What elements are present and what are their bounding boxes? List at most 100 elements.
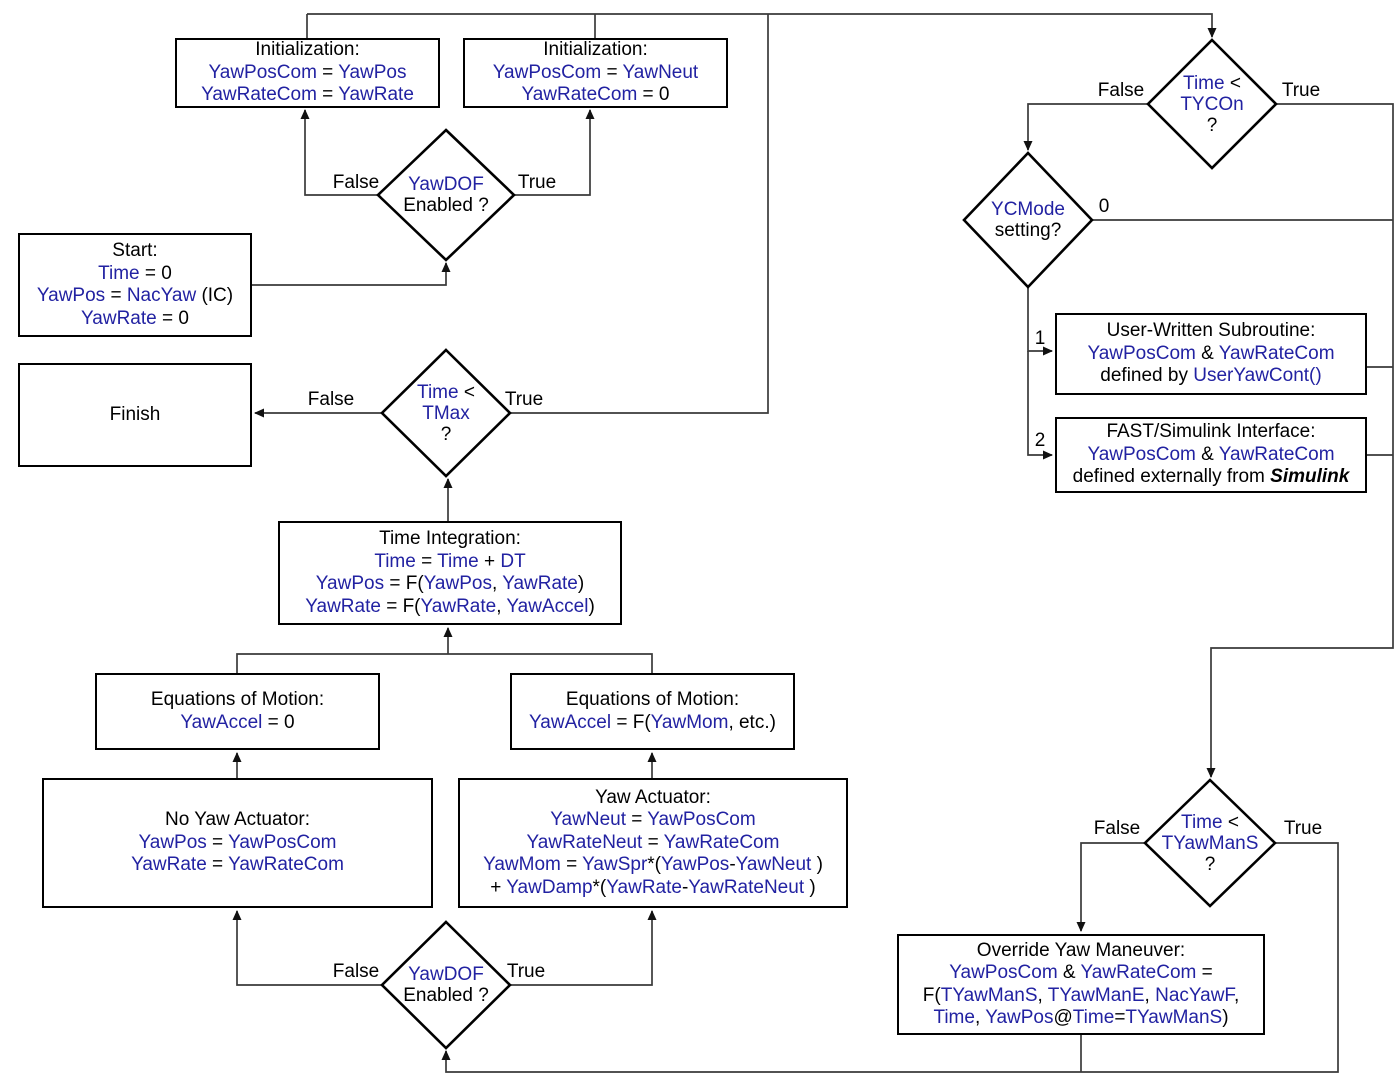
text-segment: = 0	[156, 307, 189, 329]
text-segment: TYawManE	[1047, 984, 1145, 1006]
text-segment: +	[490, 876, 507, 898]
text-segment: ,	[491, 573, 503, 594]
text-segment: =	[206, 831, 229, 853]
text-segment: =	[560, 854, 583, 876]
box-line: Override Yaw Maneuver:	[977, 940, 1185, 963]
text-segment: ,	[1144, 984, 1156, 1006]
text-segment: YawRate	[81, 307, 157, 329]
text-segment: = F(	[611, 711, 651, 733]
edge-label-ycmode-0: 0	[1098, 196, 1110, 217]
text-segment: YawRate	[606, 876, 682, 898]
box-line: defined externally from Simulink	[1073, 466, 1350, 489]
box-line: Time = 0	[98, 263, 172, 286]
text-segment: = F(	[384, 573, 424, 594]
edge-label-yawdof-init-true: True	[517, 172, 557, 193]
text-segment: , etc.)	[728, 711, 776, 733]
text-segment: YawPos	[423, 573, 492, 594]
box-line: + YawDamp*(YawRate-YawRateNeut )	[490, 877, 815, 900]
text-segment: YawPos	[338, 61, 407, 83]
text-segment: YawRateCom	[521, 84, 638, 106]
text-segment: YawRateNeut	[526, 831, 643, 853]
box-line: F(TYawManS, TYawManE, NacYawF,	[923, 985, 1239, 1008]
box-line: User-Written Subroutine:	[1107, 320, 1316, 343]
box-line: YawAccel = F(YawMom, etc.)	[529, 712, 776, 735]
edge-label-time-tyawmans-true: True	[1283, 818, 1323, 839]
flow-diamond-yawdof-actuator	[380, 920, 512, 1050]
text-segment: YawPosCom	[492, 61, 602, 83]
connector-start-to-yawdof-init	[252, 262, 451, 286]
text-segment: YawPosCom	[949, 962, 1058, 983]
box-line: YawPosCom = YawNeut	[493, 62, 698, 85]
box-line: Time Integration:	[379, 528, 521, 551]
text-segment: YawRateCom	[663, 831, 780, 853]
text-segment: YawAccel	[529, 711, 612, 733]
connector-tyawmans-true-loop	[441, 842, 1339, 1073]
flow-box-override-yaw-maneuver: Override Yaw Maneuver:YawPosCom & YawRat…	[897, 934, 1265, 1035]
text-segment: Initialization:	[543, 39, 648, 61]
text-segment: YawRate	[131, 854, 207, 876]
box-line: YawPosCom & YawRateCom	[1087, 444, 1334, 467]
connector-yawdof-init-true	[514, 109, 595, 196]
box-line: YawPos = NacYaw (IC)	[37, 285, 233, 308]
text-segment: DT	[500, 550, 526, 572]
flow-diamond-time-tmax	[380, 348, 512, 478]
text-segment: = 0	[262, 711, 295, 733]
edge-label-time-tyawmans-false: False	[1093, 818, 1141, 839]
text-segment: Time	[1072, 1007, 1115, 1028]
text-segment: =	[1114, 1007, 1126, 1028]
text-segment: YawNeut	[550, 809, 626, 831]
edge-label-time-tmax-false: False	[307, 389, 355, 410]
box-line: Time, YawPos@Time=TYawManS)	[933, 1007, 1228, 1030]
text-segment: = 0	[637, 84, 670, 106]
flow-box-finish: Finish	[18, 363, 252, 467]
text-segment: No Yaw Actuator:	[164, 809, 311, 831]
text-segment: YawRateCom	[201, 84, 317, 106]
text-segment: YawMom	[483, 854, 561, 876]
connector-tycon-false	[1023, 103, 1148, 151]
text-segment: =	[625, 809, 648, 831]
box-line: Initialization:	[543, 39, 648, 62]
text-segment: Equations of Motion:	[565, 689, 740, 710]
text-segment: YawPos	[315, 573, 385, 594]
text-segment: =	[105, 285, 127, 306]
box-line: YawRateNeut = YawRateCom	[527, 832, 780, 855]
text-segment: )	[577, 573, 585, 594]
text-segment: =	[1196, 962, 1213, 983]
box-line: Start:	[112, 240, 157, 263]
edge-label-yawdof-actuator-true: True	[506, 961, 546, 982]
text-segment: YawPos	[36, 285, 106, 306]
box-line: YawPosCom = YawPos	[208, 62, 406, 85]
text-segment: Time Integration:	[379, 528, 521, 549]
text-segment: = 0	[139, 262, 172, 284]
text-segment: defined externally from	[1072, 466, 1271, 488]
box-line: FAST/Simulink Interface:	[1106, 421, 1315, 444]
text-segment: YawRateCom	[228, 854, 344, 876]
text-segment: =	[601, 61, 623, 83]
text-segment: YawPos	[985, 1007, 1054, 1028]
box-line: YawRate = YawRateCom	[131, 854, 344, 877]
text-segment: =	[206, 854, 229, 876]
text-segment: YawNeut	[735, 854, 812, 876]
box-line: YawPos = YawPosCom	[138, 832, 336, 855]
flow-box-user-subroutine: User-Written Subroutine:YawPosCom & YawR…	[1055, 313, 1367, 395]
box-line: Yaw Actuator:	[595, 787, 711, 810]
box-line: defined by UserYawCont()	[1100, 365, 1321, 388]
text-segment: TYawManS	[940, 984, 1038, 1006]
text-segment: YawRate	[502, 573, 578, 594]
text-segment: @	[1053, 1007, 1073, 1028]
text-segment: defined by	[1100, 365, 1194, 387]
text-segment: TYawManS	[1125, 1007, 1223, 1028]
edge-label-time-tycon-false: False	[1097, 80, 1145, 101]
text-segment: YawNeut	[622, 61, 699, 83]
text-segment: YawPosCom	[1087, 342, 1196, 364]
connector-yawdof-init-false	[300, 109, 378, 196]
box-line: YawRate = 0	[81, 308, 189, 331]
text-segment: YawAccel	[180, 711, 263, 733]
text-segment: YawRateCom	[1218, 342, 1335, 364]
text-segment: NacYaw	[126, 285, 197, 306]
text-segment: YawRateCom	[1080, 962, 1197, 983]
text-segment: +	[478, 550, 501, 572]
edge-label-ycmode-1: 1	[1034, 328, 1046, 349]
